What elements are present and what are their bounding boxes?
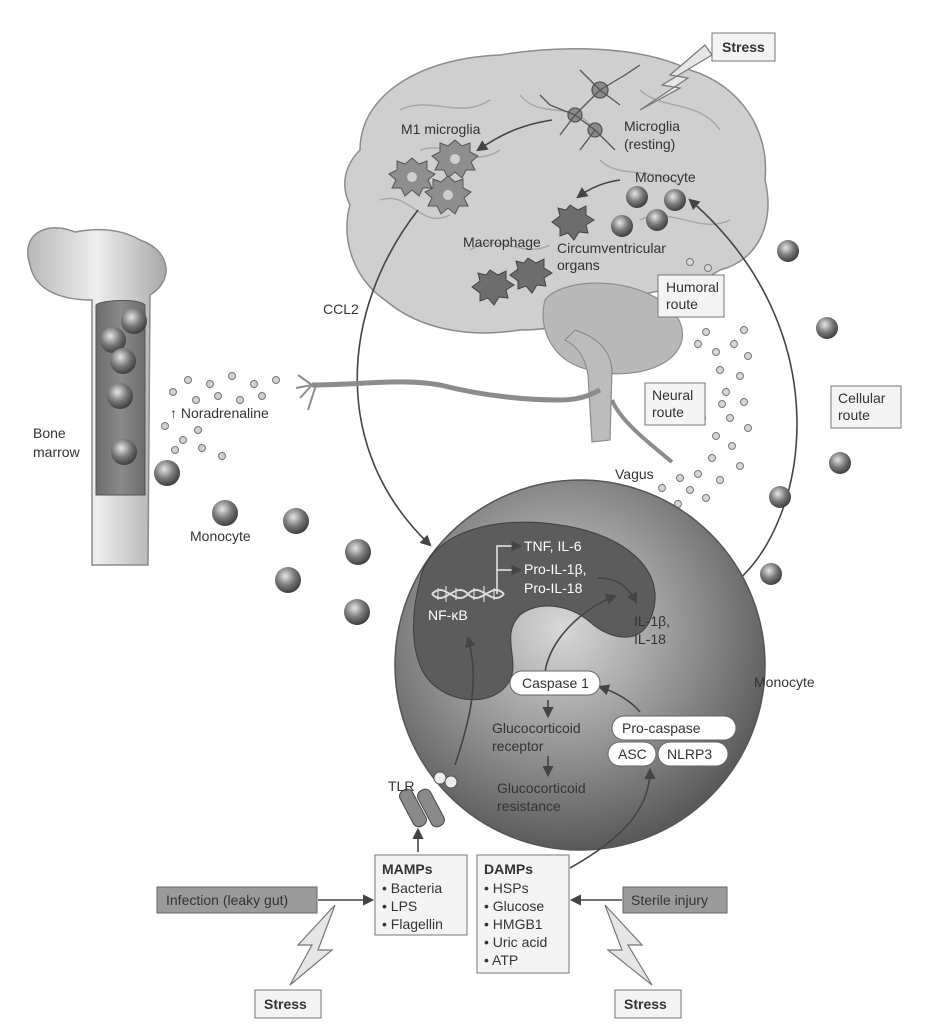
arrow-resting-to-m1 — [476, 119, 553, 152]
monocyte-brain-label: Monocyte — [635, 169, 696, 185]
nlrp3-pill — [657, 741, 729, 767]
damps-item: • ATP — [484, 952, 518, 968]
tlr-label: TLR — [388, 778, 414, 794]
cellular-route-box — [830, 385, 902, 429]
mamps-title: MAMPs — [382, 861, 433, 877]
stress-top-label: Stress — [722, 39, 765, 55]
gluco-receptor-label: Glucocorticoid — [492, 720, 581, 736]
gluco-receptor-label-2: receptor — [492, 738, 544, 754]
vagus-nerve — [610, 399, 674, 464]
arrow-damps-to-inflammasome — [569, 767, 656, 869]
caspase1-label: Caspase 1 — [522, 675, 589, 691]
cellular-route-label-2: route — [838, 407, 870, 423]
humoral-route-label: Humoral — [666, 279, 719, 295]
humoral-route-box — [657, 274, 725, 318]
asc-label: ASC — [618, 746, 647, 762]
infection-box — [156, 886, 318, 914]
caspase1-pill — [509, 670, 601, 696]
neural-route-box — [644, 382, 706, 426]
infection-label: Infection (leaky gut) — [166, 892, 288, 908]
ccl2-label: CCL2 — [323, 301, 359, 317]
tlr-receptor-icon — [399, 771, 458, 828]
brain — [344, 48, 769, 443]
damps-item: • HMGB1 — [484, 916, 543, 932]
pro-il1b-label: Pro-IL-1β, — [524, 561, 587, 577]
mamps-item: • Bacteria — [382, 880, 442, 896]
nfkb-label: NF-κB — [428, 607, 468, 623]
gluco-resistance-label-2: resistance — [497, 798, 561, 814]
monocyte-cell-label: Monocyte — [754, 674, 815, 690]
arrow-tlr-to-nfkb — [454, 635, 476, 766]
stress-bottom-right-label: Stress — [624, 996, 667, 1012]
il1b-label: IL-1β, — [634, 613, 670, 629]
humoral-route-label-2: route — [666, 296, 698, 312]
nerve-fiber — [311, 379, 602, 403]
neural-route-label-2: route — [652, 404, 684, 420]
lightning-top-icon — [639, 44, 713, 111]
pro-il18-label: Pro-IL-18 — [524, 580, 583, 596]
macrophage-label: Macrophage — [463, 234, 541, 250]
macrophages — [471, 204, 595, 306]
arrow-procaspase-to-caspase — [597, 684, 641, 713]
m1-microglia-label: M1 microglia — [401, 121, 481, 137]
bone-marrow-cells — [100, 308, 147, 465]
damps-title: DAMPs — [484, 861, 533, 877]
arrow-pro-to-mature — [597, 577, 638, 605]
stress-box-bottom-left — [254, 989, 322, 1019]
damps-item: • Glucose — [484, 898, 544, 914]
asc-pill — [607, 741, 657, 767]
bone-marrow-label-2: marrow — [33, 444, 81, 460]
bone — [27, 227, 167, 566]
noradrenaline-particles — [161, 372, 280, 460]
pro-caspase-label: Pro-caspase — [622, 720, 701, 736]
noradrenaline-label: ↑ Noradrenaline — [170, 405, 269, 421]
cellular-route-label: Cellular — [838, 390, 886, 406]
stress-bottom-left-label: Stress — [264, 996, 307, 1012]
mamps-item: • Flagellin — [382, 916, 443, 932]
sterile-injury-box — [622, 886, 728, 914]
dna-helix-icon — [431, 586, 505, 602]
microglia-resting-label-2: (resting) — [624, 136, 675, 152]
damps-box — [476, 854, 570, 974]
mamps-item: • LPS — [382, 898, 417, 914]
pro-caspase-pill — [611, 715, 737, 741]
lightning-bottom-left-icon — [289, 904, 336, 986]
arrow-ccl2 — [356, 209, 432, 547]
arrow-caspase-to-il — [544, 594, 618, 673]
sterile-injury-label: Sterile injury — [631, 892, 708, 908]
il18-label: IL-18 — [634, 631, 666, 647]
resting-microglia — [539, 64, 641, 151]
circumventricular-label-2: organs — [557, 257, 600, 273]
nlrp3-label: NLRP3 — [667, 746, 712, 762]
stress-box-bottom-right — [614, 989, 682, 1019]
circulating-monocytes — [154, 240, 851, 625]
m1-microglia — [388, 139, 479, 215]
arrow-cellular-route — [688, 198, 798, 584]
damps-item: • HSPs — [484, 880, 529, 896]
gluco-resistance-label: Glucocorticoid — [497, 780, 586, 796]
damps-item: • Uric acid — [484, 934, 547, 950]
arrow-monocyte-to-macrophage — [576, 179, 621, 199]
arrow-to-tnf — [496, 540, 523, 594]
mamps-box — [374, 854, 468, 936]
tnf-il6-label: TNF, IL-6 — [524, 538, 582, 554]
neural-route-label: Neural — [652, 387, 693, 403]
microglia-resting-label: Microglia — [624, 118, 680, 134]
monocyte-left-label: Monocyte — [190, 528, 251, 544]
circumventricular-label: Circumventricular — [557, 240, 666, 256]
lightning-bottom-right-icon — [604, 904, 653, 986]
stress-box-top — [711, 32, 776, 62]
vagus-label: Vagus — [615, 466, 654, 482]
brain-monocytes — [611, 186, 686, 237]
bone-marrow-label: Bone — [33, 425, 66, 441]
